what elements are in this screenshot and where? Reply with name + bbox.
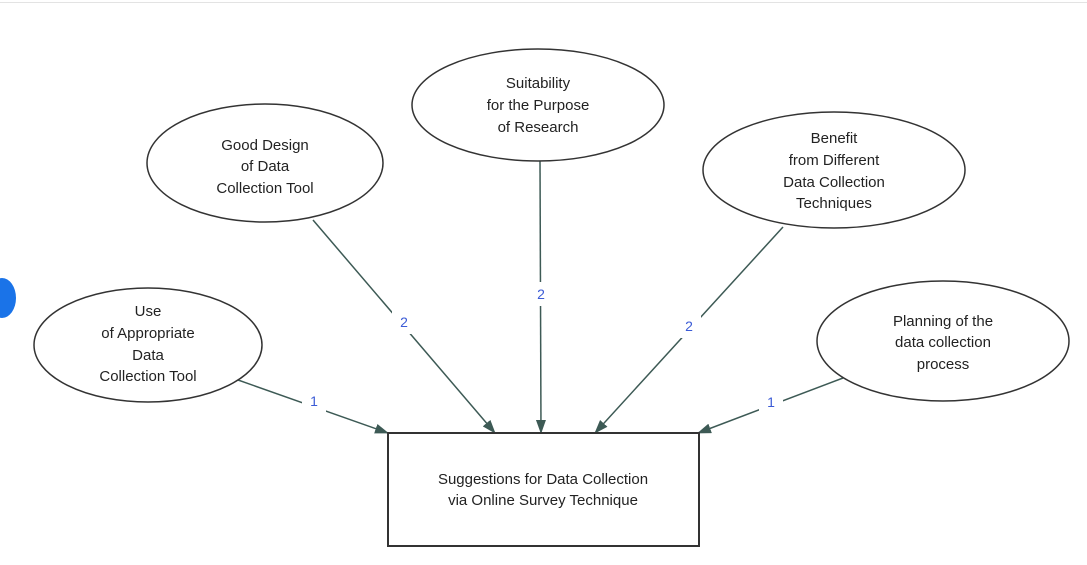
top-divider <box>0 2 1087 3</box>
svg-text:Suitability: Suitability <box>506 75 571 92</box>
svg-text:Collection Tool: Collection Tool <box>99 368 196 385</box>
scroll-indicator-dot <box>0 278 16 318</box>
edge-weight-label: 2 <box>685 318 693 334</box>
svg-text:of Research: of Research <box>498 119 579 136</box>
svg-text:of Data: of Data <box>241 158 290 175</box>
edge-weight-label: 1 <box>767 394 775 410</box>
edge-weight-label: 1 <box>310 393 318 409</box>
edge-weight-label: 2 <box>400 314 408 330</box>
edge-benefit-techniques: 2 <box>594 226 784 434</box>
node-good-design: Good Design of Data Collection Tool <box>146 103 384 223</box>
svg-text:Collection Tool: Collection Tool <box>216 180 313 197</box>
svg-text:from Different: from Different <box>789 152 880 169</box>
svg-text:Data Collection: Data Collection <box>783 174 885 191</box>
svg-text:Use: Use <box>135 303 162 320</box>
edge-weight-label: 2 <box>537 286 545 302</box>
svg-text:Benefit: Benefit <box>811 130 859 147</box>
edge-good-design: 2 <box>312 219 496 434</box>
svg-text:of Appropriate: of Appropriate <box>101 325 194 342</box>
svg-text:via Online Survey Technique: via Online Survey Technique <box>448 492 638 509</box>
svg-text:Data: Data <box>132 347 164 364</box>
svg-text:data collection: data collection <box>895 334 991 351</box>
target-box: Suggestions for Data Collection via Onli… <box>387 432 700 547</box>
svg-text:Good Design: Good Design <box>221 137 309 154</box>
edge-suitability: 2 <box>529 159 553 434</box>
svg-text:process: process <box>917 356 970 373</box>
svg-text:for the Purpose: for the Purpose <box>487 97 590 114</box>
node-planning: Planning of the data collection process <box>816 280 1070 402</box>
node-use-appropriate-tool: Use of Appropriate Data Collection Tool <box>33 287 263 403</box>
edge-planning: 1 <box>697 377 844 434</box>
svg-text:Techniques: Techniques <box>796 195 872 212</box>
edge-use-appropriate-tool: 1 <box>237 379 389 434</box>
svg-text:Planning of the: Planning of the <box>893 313 993 330</box>
svg-text:Suggestions for Data Collectio: Suggestions for Data Collection <box>438 471 648 488</box>
node-suitability: Suitability for the Purpose of Research <box>411 48 665 162</box>
node-benefit-techniques: Benefit from Different Data Collection T… <box>702 111 966 229</box>
